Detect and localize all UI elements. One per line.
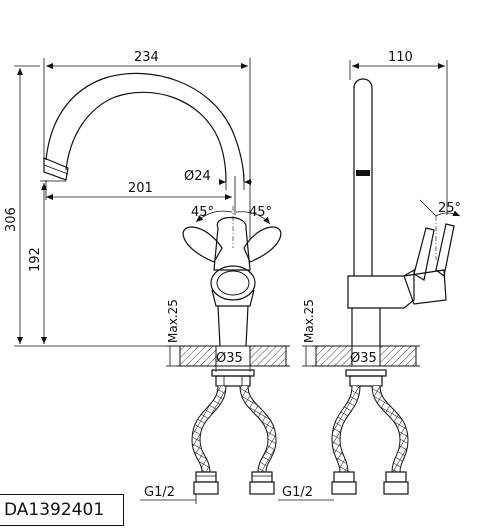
dim-max-thickness-side: Max.25 xyxy=(302,299,316,343)
dim-width-total: 234 xyxy=(134,50,159,65)
product-code-box: DA1392401 xyxy=(0,494,124,526)
dim-reach: 201 xyxy=(128,181,153,196)
side-view xyxy=(278,60,461,501)
product-code: DA1392401 xyxy=(4,500,105,520)
dim-thread-front: G1/2 xyxy=(144,485,175,500)
dim-spout-height: 192 xyxy=(28,247,43,272)
dim-lever-angle: 25° xyxy=(438,201,461,216)
dim-spout-diameter: Ø24 xyxy=(184,169,211,184)
dim-hole-diameter-side: Ø35 xyxy=(350,351,377,366)
dim-depth-total: 110 xyxy=(388,50,413,65)
front-view xyxy=(14,58,290,504)
dim-handle-angle-right: 45° xyxy=(249,205,272,220)
dim-handle-angle-left: 45° xyxy=(191,205,214,220)
dim-hole-diameter-front: Ø35 xyxy=(216,351,243,366)
dim-height-total: 306 xyxy=(4,207,19,232)
dim-thread-side: G1/2 xyxy=(282,485,313,500)
dim-max-thickness-front: Max.25 xyxy=(166,299,180,343)
